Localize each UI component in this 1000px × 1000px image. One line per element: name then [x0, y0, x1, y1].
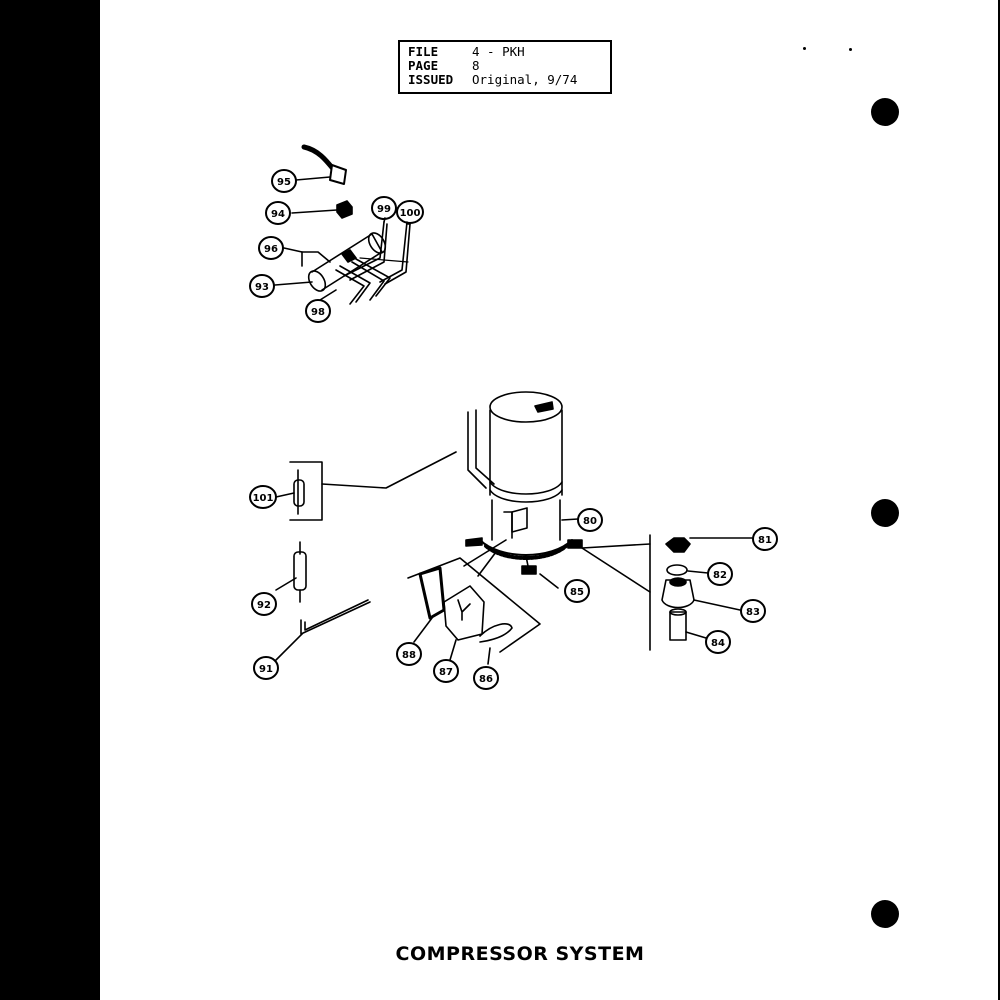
callout-100-label: 100	[400, 208, 421, 219]
tube-100	[379, 221, 408, 283]
callout-81-label: 81	[758, 535, 772, 546]
callout-96: 96	[258, 236, 284, 260]
callout-82: 82	[707, 562, 733, 586]
sleeve-84	[669, 611, 687, 641]
callout-101: 101	[249, 485, 277, 509]
callout-94-label: 94	[271, 209, 285, 220]
tube-91	[300, 599, 371, 635]
document-info-box: FILE 4 - PKH PAGE 8 ISSUED Original, 9/7…	[398, 40, 612, 94]
callout-93: 93	[249, 274, 275, 298]
mount-foot	[567, 539, 583, 549]
callout-80: 80	[577, 508, 603, 532]
callout-87: 87	[433, 659, 459, 683]
callout-88-label: 88	[402, 650, 416, 661]
suction-pipe	[467, 411, 487, 489]
file-label: FILE	[408, 44, 439, 59]
cover-87	[443, 585, 485, 641]
callout-94: 94	[265, 201, 291, 225]
callout-91-label: 91	[259, 664, 273, 675]
callout-92: 92	[251, 592, 277, 616]
compressor-dome	[489, 391, 563, 423]
callout-99: 99	[371, 196, 397, 220]
info-row-file: FILE 4 - PKH	[408, 45, 610, 59]
callout-83: 83	[740, 599, 766, 623]
compressor-unit	[465, 391, 583, 575]
mount-foot	[465, 537, 483, 547]
valve-fitting	[341, 249, 357, 263]
scan-speck	[803, 47, 806, 50]
connector-block	[336, 200, 353, 219]
wire-plug	[329, 164, 347, 185]
clip-86	[479, 623, 513, 643]
callout-85-label: 85	[570, 587, 584, 598]
info-row-issued: ISSUED Original, 9/74	[408, 73, 610, 87]
callout-84-label: 84	[711, 638, 725, 649]
callout-82-label: 82	[713, 570, 727, 581]
compressor-shell	[489, 409, 563, 496]
callout-88: 88	[396, 642, 422, 666]
tube-clip	[301, 251, 331, 263]
callout-85: 85	[564, 579, 590, 603]
wire-harness	[301, 144, 337, 173]
callout-86: 86	[473, 666, 499, 690]
issued-value: Original, 9/74	[472, 72, 578, 87]
washer-82	[666, 564, 688, 576]
callout-84: 84	[705, 630, 731, 654]
page-label: PAGE	[408, 58, 439, 73]
callout-80-label: 80	[583, 516, 597, 527]
drier-92	[293, 541, 307, 603]
tube-99	[343, 221, 385, 277]
tubing-assembly	[301, 144, 411, 305]
callout-92-label: 92	[257, 600, 271, 611]
scan-speck	[849, 48, 852, 51]
callout-101-label: 101	[253, 493, 274, 504]
nut-81	[665, 537, 691, 553]
info-row-page: PAGE 8	[408, 59, 610, 73]
callout-87-label: 87	[439, 667, 453, 678]
scan-edge-right	[998, 0, 1000, 1000]
file-value: 4 - PKH	[472, 44, 525, 59]
callout-98-label: 98	[311, 307, 325, 318]
main-tube	[307, 232, 387, 292]
callout-86-label: 86	[479, 674, 493, 685]
callout-93-label: 93	[255, 282, 269, 293]
tube-99b	[349, 223, 388, 281]
grommet-kit	[581, 534, 695, 651]
callout-95a: 95	[271, 169, 297, 193]
mount-foot	[521, 565, 537, 575]
issued-label: ISSUED	[408, 72, 454, 87]
scan-edge-bar	[0, 0, 100, 1000]
tube-98b	[339, 265, 371, 303]
tube-100b	[384, 223, 411, 285]
callout-83-label: 83	[746, 607, 760, 618]
callout-100: 100	[396, 200, 424, 224]
diagram-title: COMPRESSOR SYSTEM	[395, 943, 645, 965]
callout-96-label: 96	[264, 244, 278, 255]
terminal-box	[511, 507, 528, 533]
tube-98c	[351, 261, 385, 301]
tube-98d	[355, 258, 391, 297]
tube-98	[335, 269, 365, 305]
drier-101	[289, 451, 457, 521]
binder-hole-middle	[871, 499, 899, 527]
callout-95a-label: 95	[277, 177, 291, 188]
page-value: 8	[472, 58, 480, 73]
binder-hole-top	[871, 98, 899, 126]
callout-98: 98	[305, 299, 331, 323]
gasket-88	[418, 566, 446, 620]
callout-91: 91	[253, 656, 279, 680]
binder-hole-bottom	[871, 900, 899, 928]
callout-81: 81	[752, 527, 778, 551]
callout-99-label: 99	[377, 204, 391, 215]
callout-group	[274, 176, 753, 665]
terminal-cover-group	[407, 539, 541, 653]
